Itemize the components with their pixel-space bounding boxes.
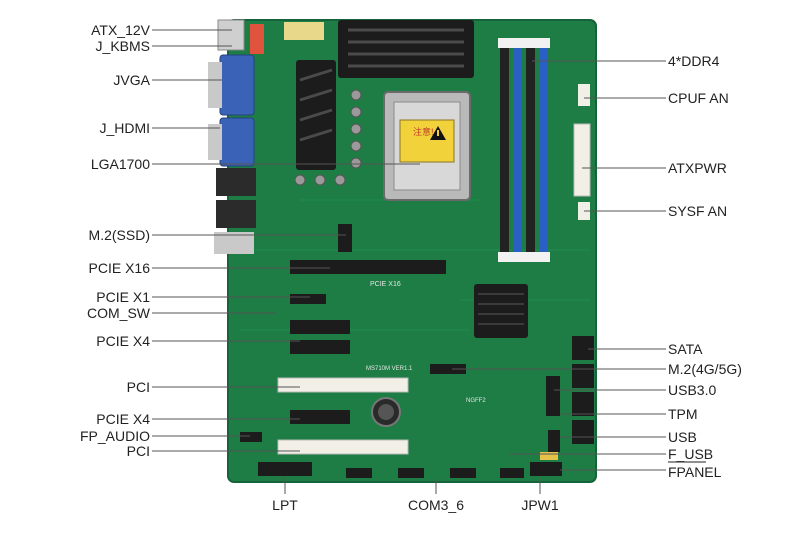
label-sysf-an: SYSF AN [668, 203, 727, 219]
label-f-usb: F_USB [668, 446, 713, 462]
label-ddr4: 4*DDR4 [668, 53, 720, 69]
leader-lines [152, 29, 666, 494]
label-m2-4g5g: M.2(4G/5G) [668, 361, 742, 377]
lan-port-1 [216, 168, 256, 196]
fp-audio-header [240, 432, 262, 442]
cpu-fan-header [578, 84, 590, 106]
warning-triangle-icon [430, 126, 446, 140]
label-sata: SATA [668, 341, 703, 357]
right-labels: 4*DDR4 CPUF AN ATXPWR SYSF AN SATA M.2(4… [668, 53, 742, 480]
label-tpm: TPM [668, 406, 698, 422]
right-edge-connectors [546, 84, 594, 452]
cpu-power-connector [284, 22, 324, 40]
hdmi-bracket [208, 124, 222, 160]
sata-port-4 [572, 420, 594, 444]
m2-4g5g-slot [430, 364, 466, 374]
usb-header [548, 430, 560, 452]
audio-jack-block [214, 232, 254, 254]
vrm-heatsinks [284, 20, 474, 170]
warning-sticker-text: 注意! [413, 126, 434, 137]
lan-port-2 [216, 200, 256, 228]
dimm-slot-1 [500, 42, 509, 260]
label-com-sw: COM_SW [87, 305, 151, 321]
cpu-socket: 注意! [383, 91, 471, 201]
label-lpt: LPT [272, 497, 298, 513]
com-header-4 [500, 468, 524, 478]
rear-io-area [208, 19, 264, 254]
label-pci-top: PCI [127, 379, 150, 395]
pci-slot-top [277, 377, 409, 393]
vga-port [219, 54, 255, 116]
atx-12v-connector-housing [217, 19, 245, 51]
jpw1-jumper [540, 452, 558, 460]
left-labels: ATX_12V J_KBMS JVGA J_HDMI LGA1700 M.2(S… [80, 22, 151, 459]
label-fp-audio: FP_AUDIO [80, 428, 150, 444]
chipset-heatsink [474, 284, 528, 338]
dimm-slot-2 [513, 42, 522, 260]
vga-bracket [208, 62, 222, 108]
label-atxpwr: ATXPWR [668, 160, 727, 176]
pci-slot-bottom [277, 439, 409, 455]
pcie-x16-slot [290, 260, 446, 274]
dimm-slots [498, 38, 550, 262]
sata-port-3 [572, 392, 594, 416]
label-jvga: JVGA [113, 72, 150, 88]
label-pcie-x4-bottom: PCIE X4 [96, 411, 150, 427]
fpanel-header [530, 462, 562, 476]
bottom-labels: LPT COM3_6 JPW1 [272, 497, 559, 513]
dimm-slot-4 [539, 42, 548, 260]
sata-port-1 [572, 336, 594, 360]
label-pcie-x16: PCIE X16 [89, 260, 151, 276]
label-pcie-x1: PCIE X1 [96, 289, 150, 305]
label-fpanel: FPANEL [668, 464, 722, 480]
capacitors [294, 89, 362, 186]
hdmi-port [219, 117, 255, 167]
pcie-x1-slot [290, 294, 326, 304]
com-header-1 [346, 468, 372, 478]
pcie-x4-slot-bottom [290, 410, 350, 424]
pcie-x4-slot-mid [290, 340, 350, 354]
vrm-heatsink-top [338, 20, 474, 78]
board-model-silkscreen: MS710M VER1.1 [366, 366, 413, 372]
label-usb30: USB3.0 [668, 382, 716, 398]
label-jpw1: JPW1 [521, 497, 559, 513]
ngff-silkscreen: NGFF2 [466, 398, 486, 404]
label-cpuf-an: CPUF AN [668, 90, 729, 106]
com-header-2 [398, 468, 424, 478]
dimm-slot-3 [526, 42, 535, 260]
label-lga1700: LGA1700 [91, 156, 150, 172]
expansion-slots: PCIE X16 MS710M VER1.1 [277, 260, 446, 455]
label-j-hdmi: J_HDMI [99, 120, 150, 136]
lpt-header [258, 462, 312, 476]
cmos-battery-icon [371, 397, 401, 427]
sata-port-2 [572, 364, 594, 388]
pcie-x16-silkscreen: PCIE X16 [370, 281, 401, 288]
com-header-3 [450, 468, 476, 478]
atx-power-connector [573, 123, 591, 197]
m2-slots: NGFF2 [338, 224, 486, 404]
label-j-kbms: J_KBMS [96, 38, 150, 54]
label-pci-bottom: PCI [127, 443, 150, 459]
label-com3-6: COM3_6 [408, 497, 464, 513]
label-atx-12v: ATX_12V [91, 22, 151, 38]
warning-sticker [399, 119, 455, 163]
m2-ssd-slot [338, 224, 352, 252]
atx-12v-connector [250, 24, 264, 54]
usb3-header [546, 376, 560, 416]
label-m2-ssd: M.2(SSD) [89, 227, 150, 243]
bottom-headers [240, 432, 562, 478]
pcie-x4-slot-top [290, 320, 350, 334]
label-pcie-x4-top: PCIE X4 [96, 333, 150, 349]
label-usb: USB [668, 429, 697, 445]
